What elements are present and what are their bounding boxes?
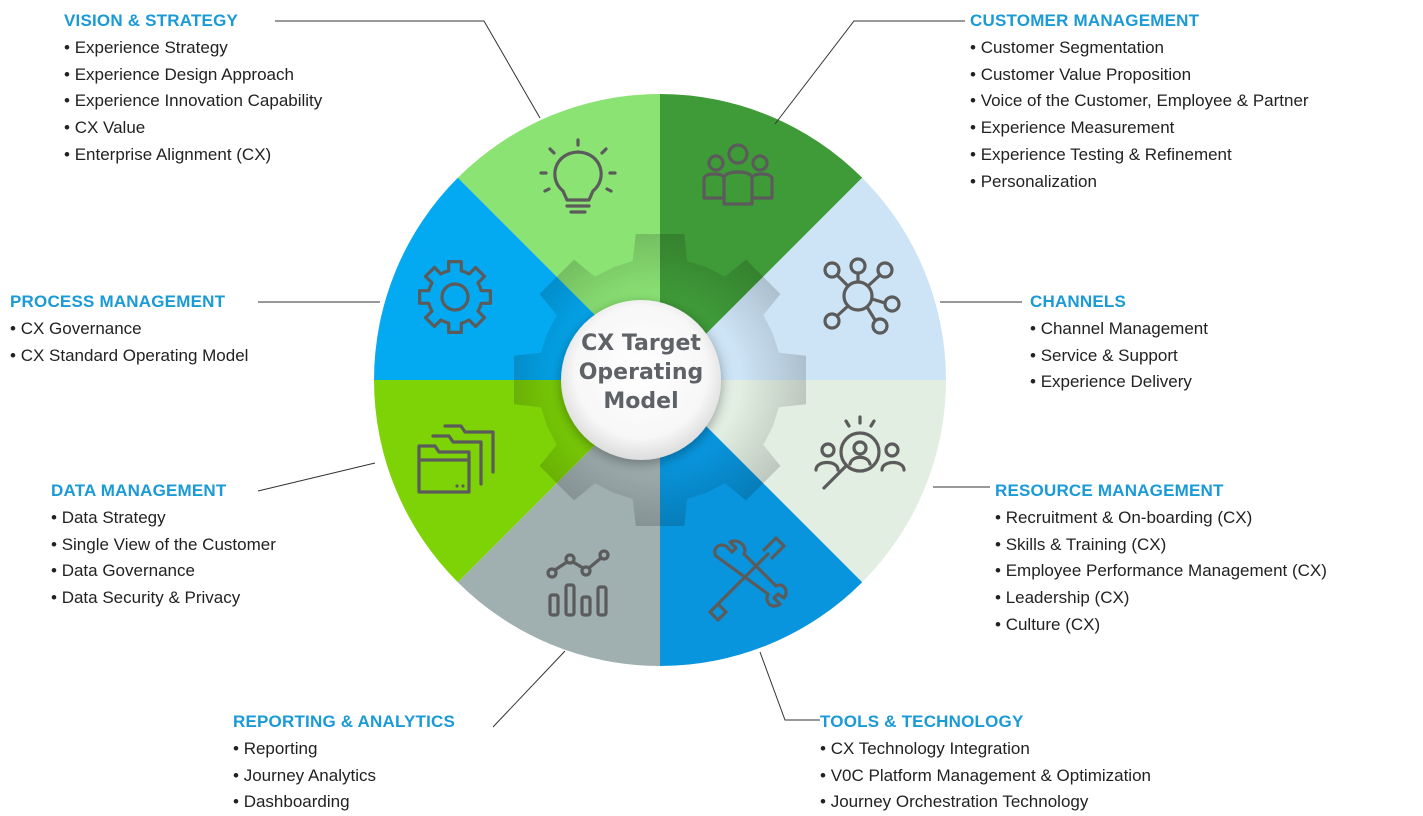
- category-title: REPORTING & ANALYTICS: [233, 712, 456, 731]
- list-item: Reporting: [233, 736, 455, 763]
- list-item: Culture (CX): [995, 612, 1327, 639]
- category-title: VISION & STRATEGY: [64, 11, 239, 30]
- category-title: DATA MANAGEMENT: [51, 481, 227, 500]
- list-item: Customer Segmentation: [970, 35, 1309, 62]
- category-vision-strategy: VISION & STRATEGY Experience Strategy Ex…: [64, 11, 322, 169]
- list-item: Recruitment & On-boarding (CX): [995, 505, 1327, 532]
- list-item: Personalization: [970, 169, 1309, 196]
- category-tools-technology: TOOLS & TECHNOLOGY CX Technology Integra…: [820, 712, 1151, 816]
- connector-reporting-analytics: [492, 650, 566, 728]
- connector-tools-technology: [759, 651, 820, 721]
- list-item: Experience Measurement: [970, 115, 1309, 142]
- category-item-list: Experience Strategy Experience Design Ap…: [64, 35, 323, 169]
- category-item-list: Reporting Journey Analytics Dashboarding: [233, 736, 455, 816]
- center-title-line-2: Operating: [578, 360, 704, 385]
- category-channels: CHANNELS Channel Management Service & Su…: [1030, 292, 1208, 396]
- list-item: Journey Analytics: [233, 763, 455, 790]
- category-item-list: Customer Segmentation Customer Value Pro…: [970, 35, 1309, 195]
- center-title-line-1: CX Target: [581, 331, 701, 356]
- list-item: Data Strategy: [51, 505, 276, 532]
- category-title: CHANNELS: [1030, 292, 1127, 311]
- category-process-management: PROCESS MANAGEMENT CX Governance CX Stan…: [10, 292, 248, 369]
- connector-data-management: [257, 462, 376, 492]
- center-title-line-3: Model: [603, 389, 679, 414]
- category-title: CUSTOMER MANAGEMENT: [970, 11, 1200, 30]
- category-resource-management: RESOURCE MANAGEMENT Recruitment & On-boa…: [995, 481, 1327, 639]
- category-data-management: DATA MANAGEMENT Data Strategy Single Vie…: [51, 481, 276, 612]
- analytics-chart-icon: [546, 549, 610, 617]
- category-item-list: Channel Management Service & Support Exp…: [1030, 316, 1208, 396]
- list-item: Enterprise Alignment (CX): [64, 142, 322, 169]
- center-title: CX Target Operating Model: [566, 329, 716, 416]
- connector-customer-management: [774, 20, 965, 125]
- category-reporting-analytics: REPORTING & ANALYTICS Reporting Journey …: [233, 712, 455, 816]
- list-item: Experience Design Approach: [64, 62, 322, 89]
- center-hub: [561, 300, 721, 460]
- list-item: Single View of the Customer: [51, 532, 276, 559]
- category-title: TOOLS & TECHNOLOGY: [820, 712, 1024, 731]
- gear-icon-hub: [440, 282, 470, 312]
- category-customer-management: CUSTOMER MANAGEMENT Customer Segmentatio…: [970, 11, 1309, 195]
- category-item-list: CX Governance CX Standard Operating Mode…: [10, 316, 249, 370]
- folders-icon: [417, 424, 495, 494]
- list-item: Experience Delivery: [1030, 369, 1208, 396]
- people-group-icon: [702, 143, 774, 206]
- category-title: PROCESS MANAGEMENT: [10, 292, 226, 311]
- network-nodes-icon: [823, 257, 901, 335]
- list-item: V0C Platform Management & Optimization: [820, 763, 1151, 790]
- category-title: RESOURCE MANAGEMENT: [995, 481, 1224, 500]
- list-item: CX Value: [64, 115, 322, 142]
- gear-icon: [418, 260, 492, 334]
- list-item: CX Governance: [10, 316, 248, 343]
- tools-wrench-screwdriver-icon: [708, 536, 788, 622]
- list-item: CX Standard Operating Model: [10, 343, 249, 370]
- list-item: Experience Innovation Capability: [64, 88, 323, 115]
- list-item: Dashboarding: [233, 789, 455, 816]
- list-item: Customer Value Proposition: [970, 62, 1309, 89]
- list-item: Skills & Training (CX): [995, 532, 1327, 559]
- magnifier-person-icon: [814, 415, 906, 490]
- list-item: Voice of the Customer, Employee & Partne…: [970, 88, 1309, 115]
- category-item-list: Recruitment & On-boarding (CX) Skills & …: [995, 505, 1327, 639]
- list-item: Experience Testing & Refinement: [970, 142, 1309, 169]
- connector-lines: [257, 20, 1022, 728]
- category-item-list: CX Technology Integration V0C Platform M…: [820, 736, 1151, 816]
- list-item: Data Security & Privacy: [51, 585, 276, 612]
- list-item: Channel Management: [1030, 316, 1208, 343]
- list-item: Experience Strategy: [64, 35, 322, 62]
- segment-icons: [417, 138, 906, 622]
- list-item: Employee Performance Management (CX): [995, 558, 1327, 585]
- category-item-list: Data Strategy Single View of the Custome…: [51, 505, 276, 612]
- connector-vision-strategy: [275, 20, 541, 119]
- list-item: Service & Support: [1030, 343, 1208, 370]
- lightbulb-icon: [539, 138, 617, 214]
- list-item: Journey Orchestration Technology: [820, 789, 1151, 816]
- list-item: Leadership (CX): [995, 585, 1327, 612]
- list-item: Data Governance: [51, 558, 276, 585]
- list-item: CX Technology Integration: [820, 736, 1151, 763]
